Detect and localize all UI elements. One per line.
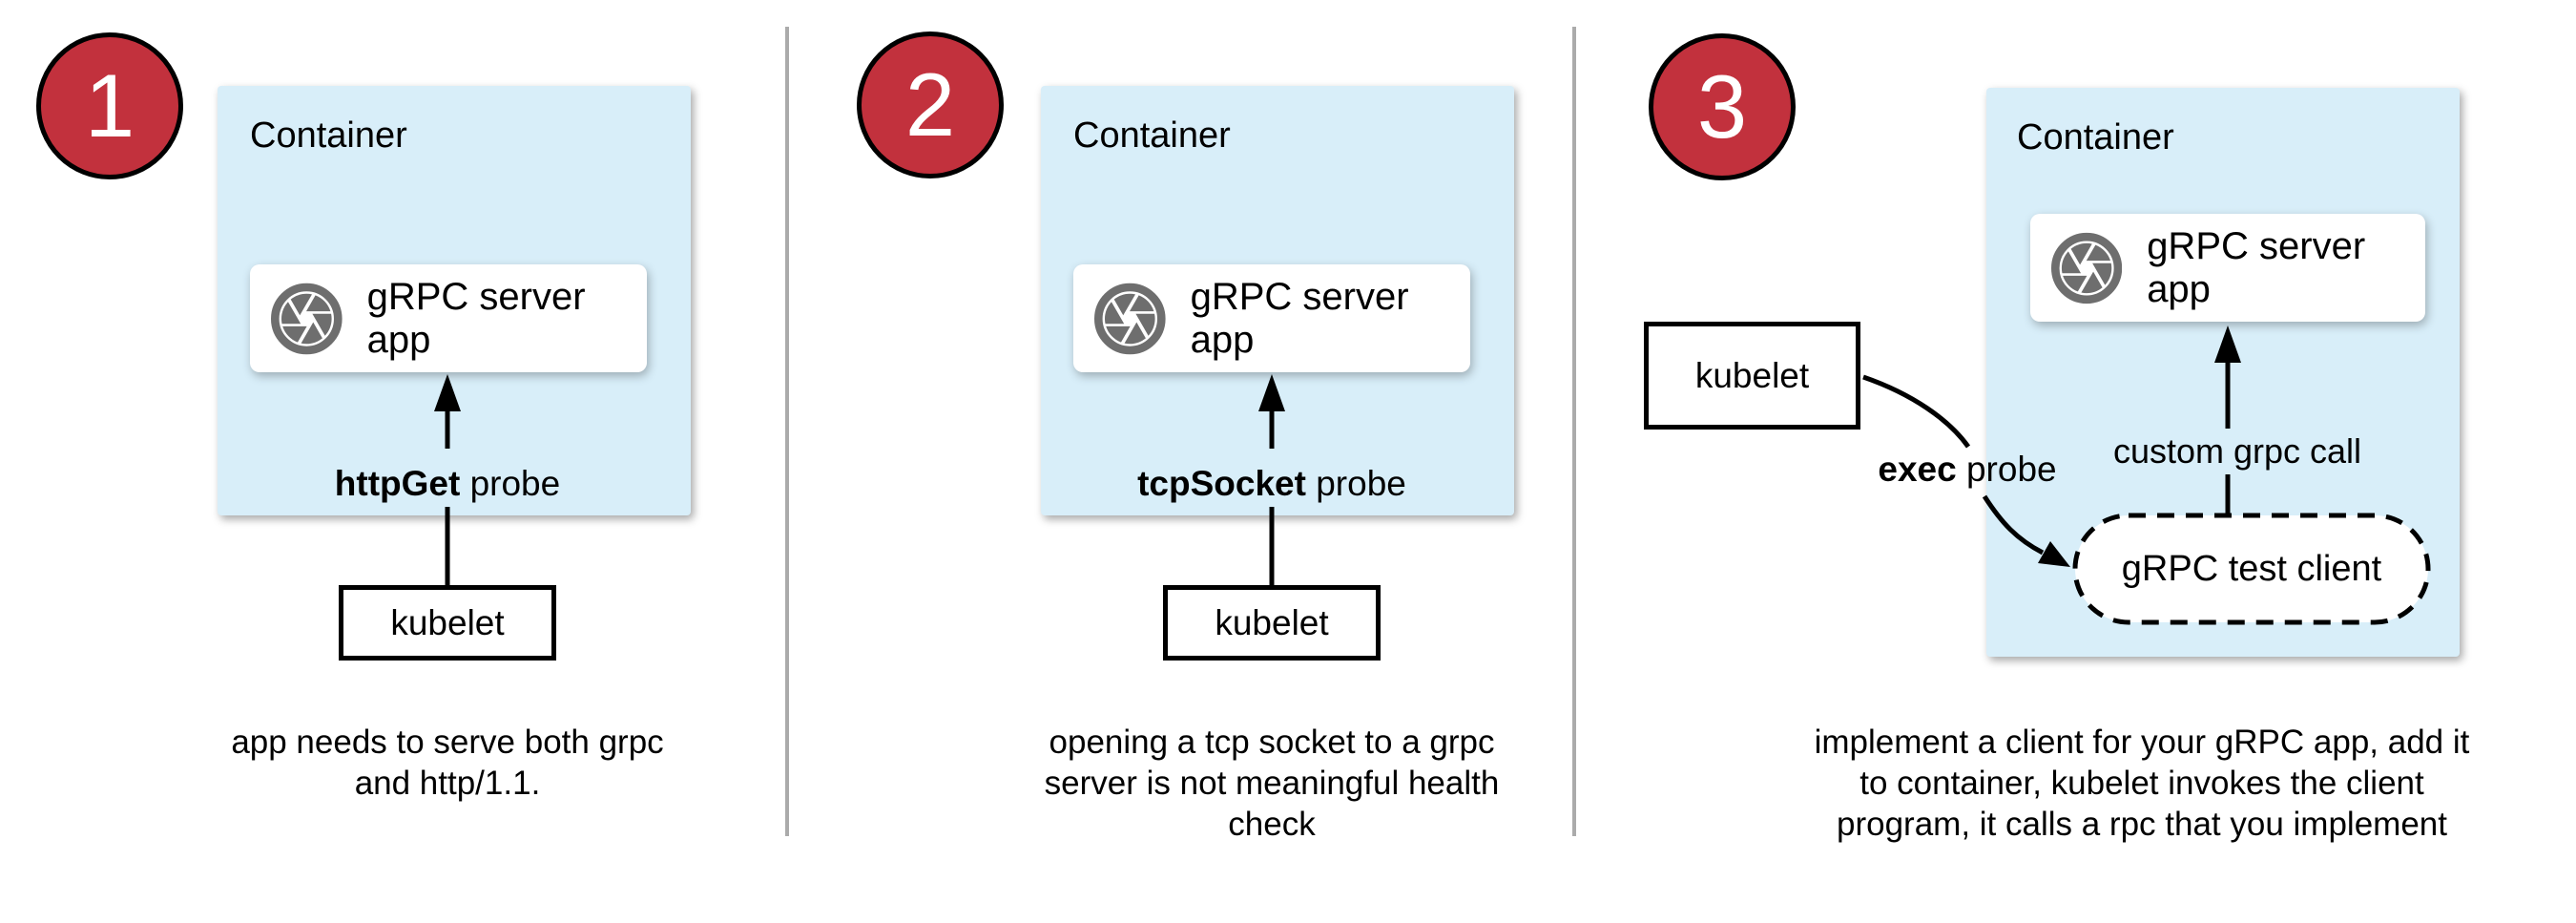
grpc-server-app-label: gRPC server app — [2147, 224, 2366, 310]
panel-divider-1 — [785, 27, 789, 836]
container-label-2: Container — [1073, 115, 1231, 156]
probe-label-exec: exec probe — [1824, 449, 2110, 491]
custom-grpc-call-label: custom grpc call — [2112, 431, 2362, 471]
panel-divider-2 — [1572, 27, 1576, 836]
grpc-server-app-box-2: gRPC server app — [1073, 264, 1470, 372]
exec-curve-upper — [1862, 374, 1971, 449]
grpc-server-app-label: gRPC server app — [366, 275, 586, 361]
step-badge-1: 1 — [36, 32, 183, 179]
probe-label-tcpsocket: tcpSocket probe — [1081, 463, 1463, 505]
container-label-1: Container — [250, 115, 407, 156]
grpc-test-client-label: gRPC test client — [2121, 549, 2382, 589]
step-number: 3 — [1696, 56, 1748, 157]
container-label-3: Container — [2017, 117, 2174, 157]
probe-suffix: probe — [1305, 464, 1406, 503]
step-number: 1 — [84, 55, 135, 156]
grpc-server-app-box-1: gRPC server app — [250, 264, 647, 372]
probe-label-httpget: httpGet probe — [257, 463, 638, 505]
probe-suffix: probe — [460, 464, 561, 503]
kubelet-label: kubelet — [1694, 355, 1810, 395]
caption-panel-2: opening a tcp socket to a grpc server is… — [1044, 724, 1500, 843]
probe-keyword: exec — [1878, 450, 1957, 489]
kubelet-box-1: kubelet — [339, 585, 556, 661]
grpc-server-app-box-3: gRPC server app — [2030, 214, 2425, 322]
kubelet-label: kubelet — [390, 602, 505, 642]
step-badge-2: 2 — [857, 31, 1004, 178]
probe-keyword: tcpSocket — [1137, 464, 1306, 503]
kubelet-label: kubelet — [1215, 602, 1329, 642]
probe-keyword: httpGet — [334, 464, 461, 503]
grpc-server-app-label: gRPC server app — [1190, 275, 1409, 361]
kubelet-box-2: kubelet — [1163, 585, 1381, 661]
step-number: 2 — [904, 54, 956, 155]
aperture-shutter-icon — [271, 283, 343, 354]
caption-panel-3: implement a client for your gRPC app, ad… — [1814, 724, 2470, 843]
probe-suffix: probe — [1956, 450, 2057, 489]
aperture-shutter-icon — [2051, 232, 2123, 304]
aperture-shutter-icon — [1094, 283, 1166, 354]
step-badge-3: 3 — [1649, 33, 1796, 180]
kubelet-box-3: kubelet — [1644, 322, 1860, 430]
caption-panel-1: app needs to serve both grpc and http/1.… — [231, 724, 664, 802]
